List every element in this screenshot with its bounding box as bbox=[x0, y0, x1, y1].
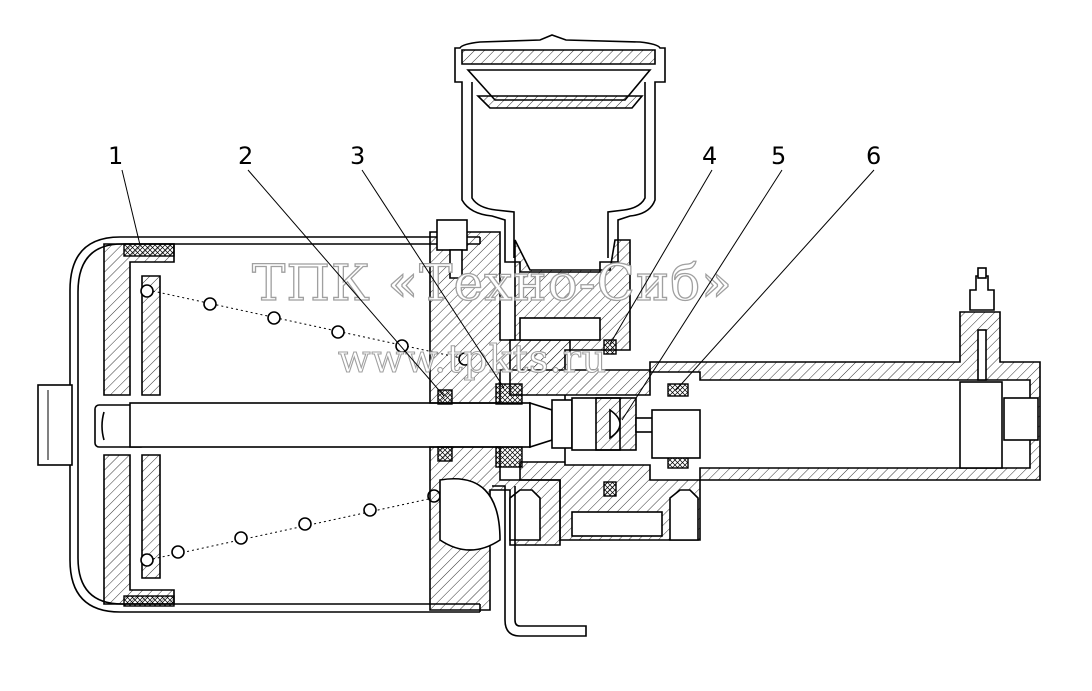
watermark: ТПК «Техно-Сиб» www.tpkts.ru bbox=[251, 253, 733, 381]
callout-5: 5 bbox=[771, 142, 786, 170]
push-rod bbox=[129, 401, 553, 449]
leader-2 bbox=[247, 169, 445, 397]
leader-6 bbox=[675, 169, 875, 391]
watermark-url: www.tpkts.ru bbox=[338, 337, 607, 381]
leader-5 bbox=[621, 169, 783, 421]
callout-2: 2 bbox=[238, 142, 253, 170]
leader-1 bbox=[121, 169, 141, 246]
callout-1: 1 bbox=[108, 142, 123, 170]
valve-assembly bbox=[551, 397, 701, 459]
central-body bbox=[429, 219, 701, 611]
watermark-company: ТПК «Техно-Сиб» bbox=[252, 254, 733, 312]
leader-4 bbox=[609, 169, 713, 345]
fluid-reservoir bbox=[454, 34, 666, 273]
leader-lines bbox=[121, 169, 875, 421]
end-boss bbox=[37, 384, 73, 466]
callout-4: 4 bbox=[702, 142, 717, 170]
hydraulic-cylinder bbox=[649, 267, 1041, 481]
callouts: 1 2 3 4 5 6 bbox=[108, 142, 881, 170]
leader-3 bbox=[361, 169, 505, 389]
seals bbox=[437, 339, 689, 497]
mount-bolts bbox=[492, 485, 699, 637]
callout-6: 6 bbox=[866, 142, 881, 170]
callout-3: 3 bbox=[350, 142, 365, 170]
